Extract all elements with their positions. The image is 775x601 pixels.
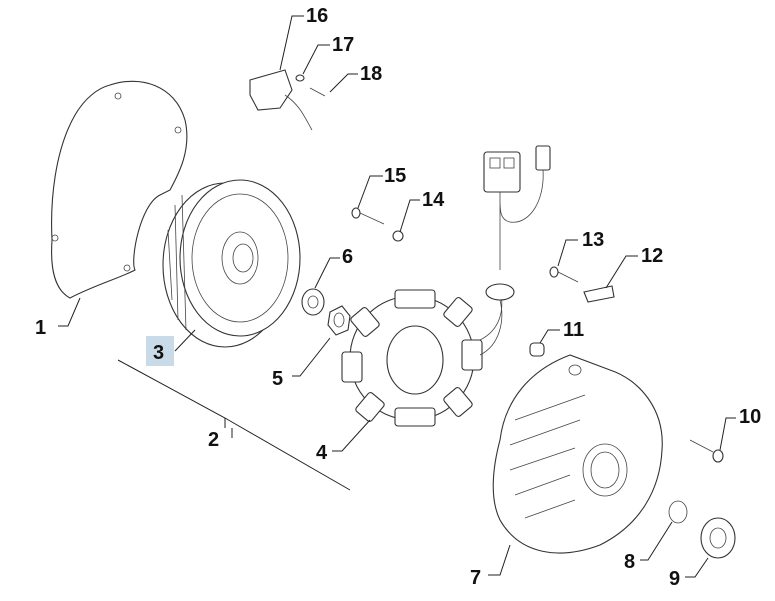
screw-13-drawing [549,266,579,283]
label-part-18[interactable]: 18 [360,63,382,85]
o-ring-drawing [668,500,688,524]
washer-14-drawing [392,230,404,242]
screw-15-drawing [351,207,385,225]
plug-drawing [700,517,736,559]
label-part-7[interactable]: 7 [470,567,481,589]
pickup-sensor-drawing [249,69,326,131]
leader-lines [58,15,736,578]
label-part-3[interactable]: 3 [153,342,164,364]
nut-drawing [327,305,351,336]
label-part-13[interactable]: 13 [582,229,604,251]
label-part-4[interactable]: 4 [316,442,328,464]
label-part-5[interactable]: 5 [272,368,283,390]
assembly-bracket [117,359,351,491]
dowel-pin-drawing [529,342,545,357]
label-part-1[interactable]: 1 [35,317,46,339]
harness-drawing [479,145,551,356]
label-part-12[interactable]: 12 [641,245,663,267]
gasket-drawing [51,80,188,299]
label-part-10[interactable]: 10 [739,406,761,428]
label-part-9[interactable]: 9 [669,568,680,590]
label-part-11[interactable]: 11 [563,319,584,341]
flywheel-drawing [162,179,301,348]
label-part-14[interactable]: 14 [422,189,445,211]
label-part-2[interactable]: 2 [208,429,219,451]
stator-drawing [341,289,503,427]
label-part-17[interactable]: 17 [332,34,354,56]
label-part-6[interactable]: 6 [342,246,353,268]
label-part-15[interactable]: 15 [384,165,406,187]
washer-drawing [301,288,325,316]
label-part-8[interactable]: 8 [624,551,635,573]
label-part-16[interactable]: 16 [306,5,328,27]
cover-drawing [492,354,663,554]
screw-10-drawing [689,439,724,463]
bracket-12-drawing [583,285,615,303]
highlight-box-part-3 [146,336,174,366]
